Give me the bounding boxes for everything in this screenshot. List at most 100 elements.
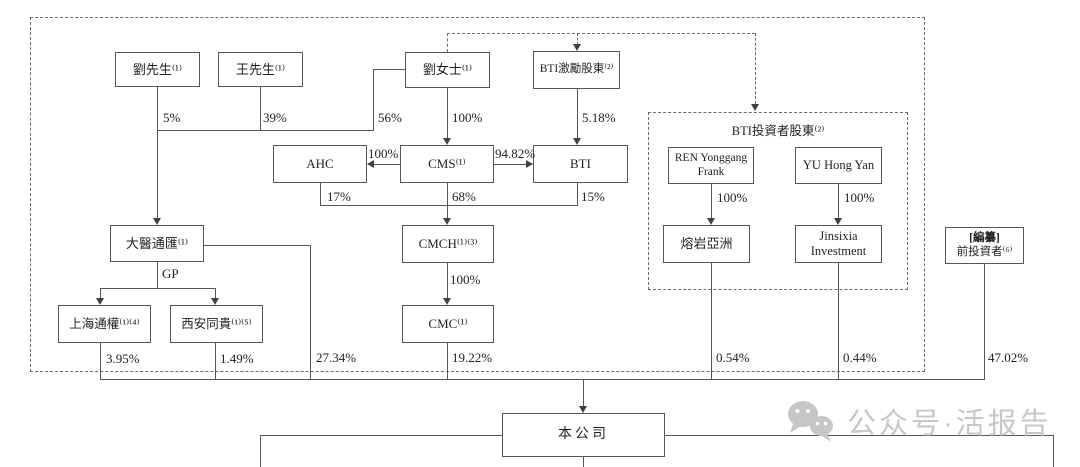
bti-investor-group-title: BTI投資者股東⁽²⁾ (731, 124, 825, 138)
connector-line (100, 288, 215, 289)
node-shanghai-tongquan: 上海通權⁽¹⁾⁽⁴⁾ (58, 305, 151, 343)
connector-line (984, 264, 985, 380)
node-label-line2: Investment (810, 244, 867, 258)
node-label: 熔岩亞洲 (680, 236, 733, 252)
arrowhead (579, 406, 587, 413)
connector-line (665, 435, 1053, 436)
node-label: 大醫通匯⁽¹⁾ (125, 235, 189, 251)
connector-line (711, 184, 712, 219)
edge-label: 27.34% (316, 350, 357, 365)
connector-line (260, 435, 502, 436)
connector-line (577, 183, 578, 206)
edge-label: 0.44% (843, 350, 877, 365)
connector-line (157, 130, 374, 131)
connector-line (310, 245, 311, 380)
node-label: BTI (570, 156, 591, 172)
node-label: 劉女士⁽¹⁾ (422, 62, 473, 78)
node-label: BTI激勵股東⁽²⁾ (539, 63, 614, 76)
connector-dashed-line (447, 33, 448, 52)
node-label: CMC⁽¹⁾ (428, 316, 468, 332)
node-bti-incentive-shareholders: BTI激勵股東⁽²⁾ (533, 51, 620, 89)
node-rongyan-asia: 熔岩亞洲 (663, 225, 750, 263)
connector-line (100, 343, 101, 380)
node-label: CMS⁽¹⁾ (428, 156, 466, 172)
bti-investor-group-outline (648, 112, 908, 290)
node-ahc: AHC (273, 145, 367, 183)
node-yu-hong-yan: YU Hong Yan (795, 147, 882, 184)
connector-line (447, 343, 448, 380)
arrowhead (96, 298, 104, 305)
arrowhead (751, 104, 759, 111)
arrowhead (367, 160, 374, 168)
connector-line (215, 288, 216, 299)
controlling-group-outline (30, 17, 925, 372)
wechat-icon (788, 401, 833, 442)
connector-line (447, 183, 448, 219)
node-label-line2: Frank (697, 165, 725, 178)
connector-line (260, 87, 261, 131)
connector-line (320, 183, 321, 206)
edge-label: 100% (452, 110, 483, 125)
node-company: 本公司 (502, 413, 665, 457)
node-cmch: CMCH⁽¹⁾⁽³⁾ (402, 225, 494, 263)
connector-line (374, 164, 400, 165)
connector-line (204, 245, 310, 246)
node-label: CMCH⁽¹⁾⁽³⁾ (418, 236, 478, 252)
node-label: AHC (306, 156, 334, 172)
node-xian-tonggui: 西安同貴⁽¹⁾⁽⁵⁾ (170, 305, 263, 343)
edge-label: 68% (452, 189, 476, 204)
edge-label: 5% (163, 110, 181, 125)
edge-label: 5.18% (582, 110, 616, 125)
connector-dashed-line (755, 33, 756, 104)
connector-line (157, 87, 158, 131)
connector-line (838, 184, 839, 219)
watermark-text: 公众号·活报告 (847, 408, 1052, 440)
connector-dashed-line (577, 33, 578, 45)
node-label: YU Hong Yan (802, 158, 875, 172)
connector-line (373, 69, 405, 70)
edge-label: 47.02% (988, 350, 1029, 365)
arrowhead (834, 218, 842, 225)
connector-line (157, 130, 158, 219)
edge-label: 15% (581, 189, 605, 204)
connector-line (711, 263, 712, 380)
arrowhead (526, 160, 533, 168)
edge-label: 100% (450, 272, 481, 287)
edge-label: 17% (327, 189, 351, 204)
connector-line (583, 457, 584, 467)
node-dayitonghui: 大醫通匯⁽¹⁾ (110, 225, 204, 262)
arrowhead (443, 218, 451, 225)
edge-label: 19.22% (452, 350, 493, 365)
connector-line (320, 205, 578, 206)
node-label: 上海通權⁽¹⁾⁽⁴⁾ (69, 316, 140, 331)
edge-label: GP (162, 266, 179, 281)
edge-label: 100% (368, 146, 399, 161)
node-ren-yonggang-frank: REN Yonggang Frank (668, 147, 754, 184)
edge-label: 1.49% (220, 351, 254, 366)
arrowhead (211, 298, 219, 305)
node-label-line2: 前投資者⁽⁶⁾ (956, 245, 1013, 258)
node-label-line1: Jinsixia (819, 229, 858, 243)
node-label: 西安同貴⁽¹⁾⁽⁵⁾ (181, 316, 252, 331)
arrowhead (443, 138, 451, 145)
node-jinsixia-investment: Jinsixia Investment (795, 225, 882, 263)
connector-line (157, 262, 158, 288)
node-label: 王先生⁽¹⁾ (235, 61, 286, 77)
arrowhead (153, 218, 161, 225)
connector-line (577, 89, 578, 139)
connector-line (100, 288, 101, 299)
connector-line (215, 343, 216, 380)
node-label: 劉先生⁽¹⁾ (132, 61, 183, 77)
edge-label: 56% (378, 110, 402, 125)
connector-line (447, 263, 448, 299)
node-mr-wang: 王先生⁽¹⁾ (218, 52, 303, 87)
connector-line (373, 69, 374, 131)
node-bti: BTI (533, 145, 628, 183)
connector-line (494, 164, 527, 165)
node-pre-investors: [編纂] 前投資者⁽⁶⁾ (945, 227, 1024, 264)
connector-line (1053, 435, 1054, 467)
connector-dashed-line (447, 33, 755, 34)
arrowhead (573, 138, 581, 145)
arrowhead (573, 44, 581, 51)
